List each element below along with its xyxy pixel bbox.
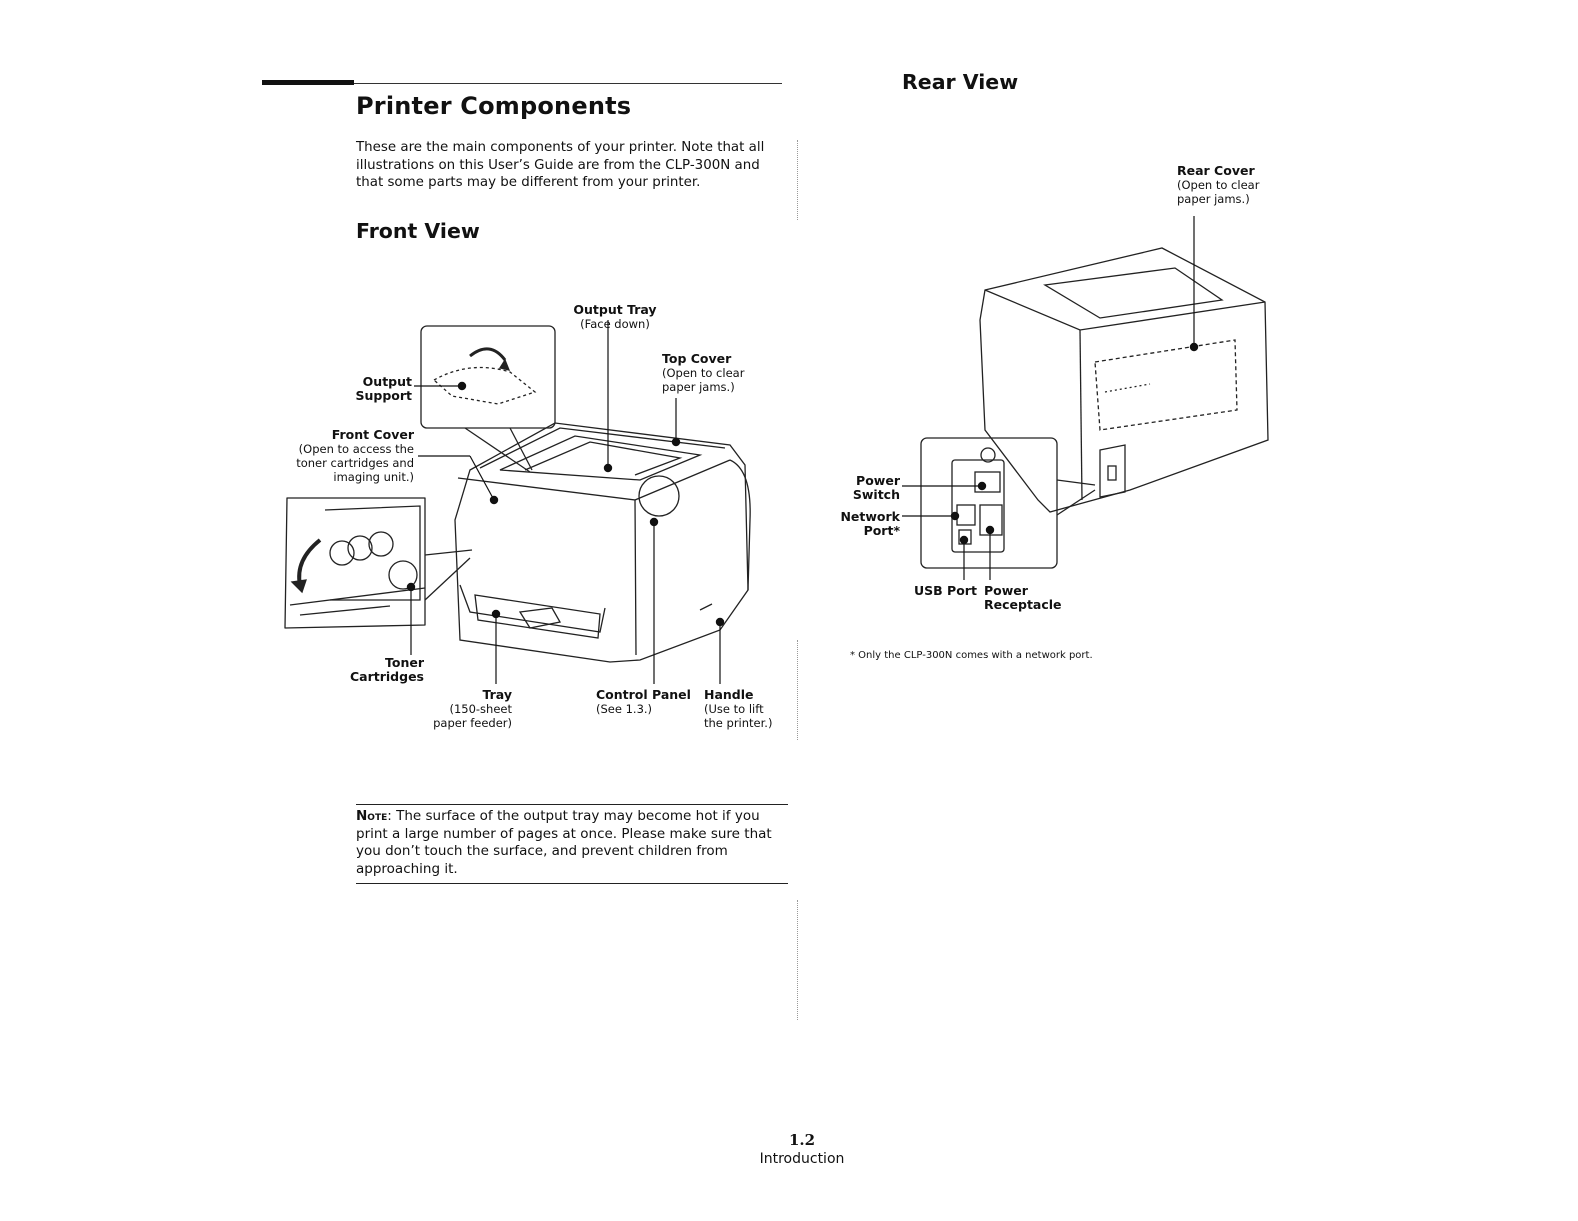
label-handle-note-1: (Use to lift bbox=[704, 702, 764, 716]
note-box: Note: The surface of the output tray may… bbox=[356, 804, 788, 884]
label-top-cover-note-1: (Open to clear bbox=[662, 366, 745, 380]
label-top-cover-title: Top Cover bbox=[662, 351, 732, 366]
label-tray-title: Tray bbox=[482, 687, 512, 702]
label-top-cover-note-2: paper jams.) bbox=[662, 380, 735, 394]
label-output-tray-note: (Face down) bbox=[580, 317, 650, 331]
note-label: Note bbox=[356, 808, 388, 824]
label-control-panel: Control Panel (See 1.3.) bbox=[596, 687, 691, 717]
chapter-name: Introduction bbox=[759, 1151, 845, 1167]
page-number: 1.2 bbox=[788, 1131, 816, 1149]
label-toner-1: Toner bbox=[385, 655, 424, 670]
label-front-cover-note-3: imaging unit.) bbox=[333, 470, 414, 484]
label-usb-port-title: USB Port bbox=[914, 583, 977, 598]
label-rear-cover: Rear Cover (Open to clear paper jams.) bbox=[1177, 163, 1260, 207]
label-handle-note-2: the printer.) bbox=[704, 716, 773, 730]
intro-paragraph: These are the main components of your pr… bbox=[356, 140, 765, 190]
label-output-support: Output Support bbox=[330, 375, 412, 403]
column-divider bbox=[797, 900, 799, 1020]
label-network-port: Network Port* bbox=[826, 510, 900, 538]
label-front-cover: Front Cover (Open to access the toner ca… bbox=[280, 427, 414, 485]
column-divider bbox=[797, 640, 799, 740]
header-rule-thin bbox=[354, 83, 782, 84]
label-network-port-2: Port* bbox=[863, 523, 900, 538]
column-divider bbox=[797, 140, 799, 220]
label-top-cover: Top Cover (Open to clear paper jams.) bbox=[662, 351, 745, 395]
label-power-receptacle-2: Receptacle bbox=[984, 597, 1062, 612]
label-toner-cartridges: Toner Cartridges bbox=[330, 656, 424, 684]
front-view-heading: Front View bbox=[356, 219, 480, 243]
label-output-support-2: Support bbox=[355, 388, 412, 403]
label-handle-title: Handle bbox=[704, 687, 754, 702]
label-network-port-1: Network bbox=[840, 509, 900, 524]
label-rear-cover-note-2: paper jams.) bbox=[1177, 192, 1250, 206]
rear-printer-drawing bbox=[979, 247, 1269, 513]
label-tray: Tray (150-sheet paper feeder) bbox=[420, 687, 512, 731]
label-rear-cover-note-1: (Open to clear bbox=[1177, 178, 1260, 192]
label-output-tray-title: Output Tray bbox=[573, 302, 657, 317]
label-output-support-1: Output bbox=[362, 374, 412, 389]
label-power-receptacle-1: Power bbox=[984, 583, 1028, 598]
rear-view-heading: Rear View bbox=[902, 70, 1019, 94]
page-title: Printer Components bbox=[356, 92, 632, 120]
label-control-panel-title: Control Panel bbox=[596, 687, 691, 702]
label-output-tray: Output Tray (Face down) bbox=[560, 302, 670, 332]
label-tray-note-1: (150-sheet bbox=[449, 702, 512, 716]
label-control-panel-note: (See 1.3.) bbox=[596, 702, 653, 716]
label-power-receptacle: Power Receptacle bbox=[984, 584, 1062, 612]
label-front-cover-note-1: (Open to access the bbox=[298, 442, 414, 456]
label-front-cover-note-2: toner cartridges and bbox=[296, 456, 414, 470]
label-power-switch: Power Switch bbox=[836, 474, 900, 502]
note-text: : The surface of the output tray may bec… bbox=[356, 808, 772, 877]
header-rule-thick bbox=[262, 80, 354, 85]
label-front-cover-title: Front Cover bbox=[331, 427, 414, 442]
label-usb-port: USB Port bbox=[914, 584, 977, 598]
label-handle: Handle (Use to lift the printer.) bbox=[704, 687, 773, 731]
label-rear-cover-title: Rear Cover bbox=[1177, 163, 1255, 178]
label-power-switch-1: Power bbox=[856, 473, 900, 488]
front-printer-drawing bbox=[454, 422, 751, 663]
label-toner-2: Cartridges bbox=[349, 669, 424, 684]
network-port-footnote: * Only the CLP-300N comes with a network… bbox=[850, 650, 1093, 661]
label-tray-note-2: paper feeder) bbox=[433, 716, 512, 730]
label-power-switch-2: Switch bbox=[852, 487, 900, 502]
